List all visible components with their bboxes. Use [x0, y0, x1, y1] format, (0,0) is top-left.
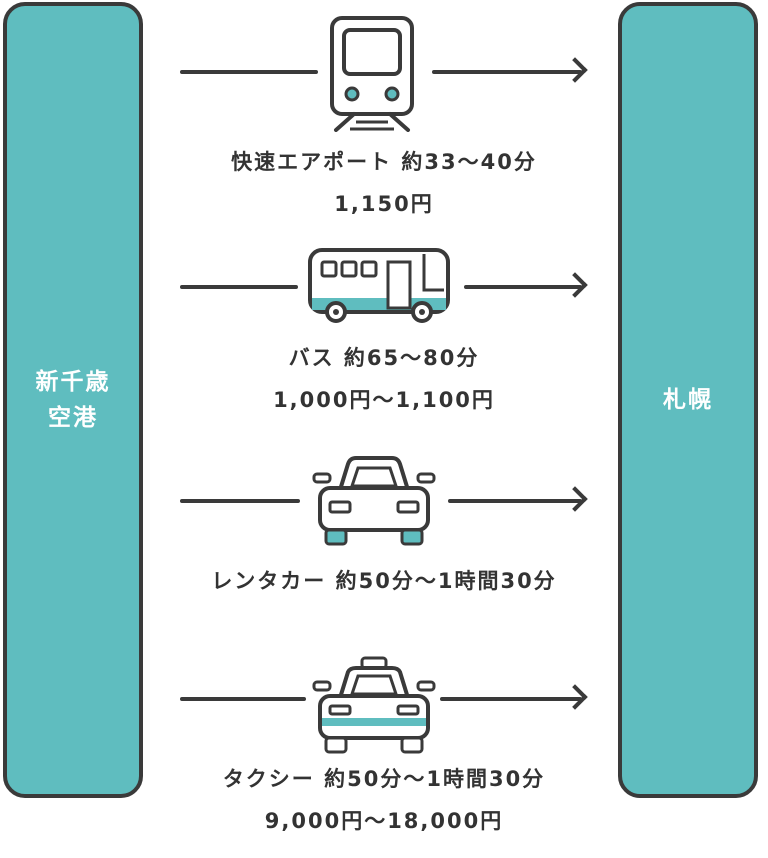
origin-airport-box: 新千歳 空港 — [3, 2, 143, 798]
destination-sapporo-box: 札幌 — [618, 2, 758, 798]
train-route-line-left — [180, 70, 318, 74]
car-time-caption: レンタカー 約50分〜1時間30分 — [211, 569, 557, 593]
train-icon — [330, 16, 414, 132]
car-icon — [312, 456, 436, 546]
car-route-arrow — [448, 499, 582, 503]
car-route-line-left — [180, 499, 300, 503]
bus-fare-caption: 1,000円〜1,100円 — [273, 388, 495, 412]
bus-time-caption: バス 約65〜80分 — [288, 346, 480, 370]
bus-route-line-left — [180, 285, 298, 289]
bus-icon — [308, 248, 450, 323]
train-fare-caption: 1,150円 — [334, 192, 434, 216]
destination-label: 札幌 — [663, 387, 713, 413]
train-route-arrow — [432, 70, 582, 74]
taxi-icon — [312, 656, 436, 754]
taxi-time-caption: タクシー 約50分〜1時間30分 — [222, 767, 546, 791]
taxi-fare-caption: 9,000円〜18,000円 — [264, 809, 504, 833]
train-time-caption: 快速エアポート 約33〜40分 — [231, 150, 537, 174]
taxi-route-arrow — [440, 697, 582, 701]
bus-route-arrow — [464, 285, 582, 289]
taxi-route-line-left — [180, 697, 306, 701]
origin-label: 新千歳 空港 — [35, 369, 111, 431]
